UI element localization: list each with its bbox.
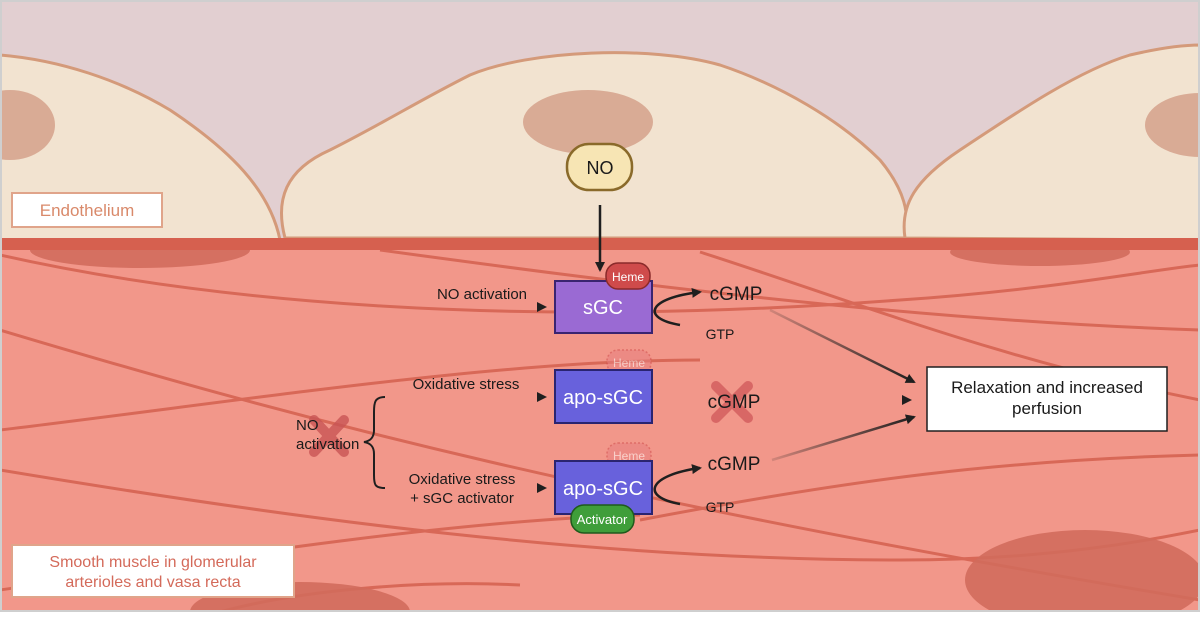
no-activation-blocked-x-icon [309, 415, 349, 457]
no-molecule-label: NO [587, 158, 614, 178]
endothelial-nucleus-center [523, 90, 653, 154]
muscle-fibers [0, 248, 1200, 614]
cgmp-top-label: cGMP [710, 284, 763, 305]
outcome-label-line1: Relaxation and increased [951, 378, 1143, 397]
apo-sgc-label: apo-sGC [563, 387, 643, 409]
smooth-muscle-label-line1: Smooth muscle in glomerular [49, 554, 257, 571]
activator-molecule: Activator [570, 504, 635, 534]
heme-lost-bottom-label: Heme [613, 449, 645, 463]
sgc-label: sGC [583, 297, 623, 319]
oxidative-stress-activator-label-line1: Oxidative stress [409, 471, 516, 488]
cgmp-blocked-label: cGMP [708, 392, 761, 413]
no-activation-label: NO activation [437, 286, 527, 303]
activator-label: Activator [577, 512, 628, 527]
endothelial-nucleus-right [1145, 93, 1200, 157]
outcome-label-line2: perfusion [1012, 399, 1082, 418]
smooth-muscle-label: Smooth muscle in glomerular arterioles a… [11, 544, 295, 598]
gtp-to-cgmp-arrow-top [653, 287, 702, 327]
endothelial-cell-right [902, 43, 1200, 242]
no-activation-blocked-label-line2: activation [296, 436, 359, 453]
oxidative-stress-activator-label-line2: + sGC activator [410, 490, 514, 507]
gtp-top-label: GTP [706, 326, 735, 342]
outcome-box: Relaxation and increased perfusion [926, 366, 1168, 432]
endothelium-label: Endothelium [11, 192, 163, 228]
curly-brace [363, 396, 386, 489]
no-activation-blocked-label-line1: NO [296, 417, 319, 434]
heme-group-lost: Heme [606, 349, 652, 375]
endothelium-label-text: Endothelium [40, 201, 135, 220]
heme-active-label: Heme [612, 270, 644, 284]
smooth-muscle-label-line2: arterioles and vasa recta [65, 574, 240, 591]
apo-sgc-enzyme: apo-sGC [554, 369, 653, 424]
apo-sgc-activated-label: apo-sGC [563, 478, 643, 500]
endothelial-nucleus-left [0, 90, 55, 160]
cgmp-bottom-label: cGMP [708, 454, 761, 475]
no-molecule: NO [565, 142, 634, 192]
oxidative-stress-label: Oxidative stress [413, 376, 520, 393]
blocked-cgmp-x-icon [711, 381, 753, 423]
cgmp-to-outcome-arrow-bottom [771, 414, 916, 462]
heme-group-active: Heme [605, 262, 651, 290]
cgmp-to-outcome-arrow-top [769, 308, 916, 384]
gtp-bottom-label: GTP [706, 499, 735, 515]
heme-lost-label: Heme [613, 356, 645, 370]
gtp-to-cgmp-arrow-bottom [653, 464, 702, 506]
